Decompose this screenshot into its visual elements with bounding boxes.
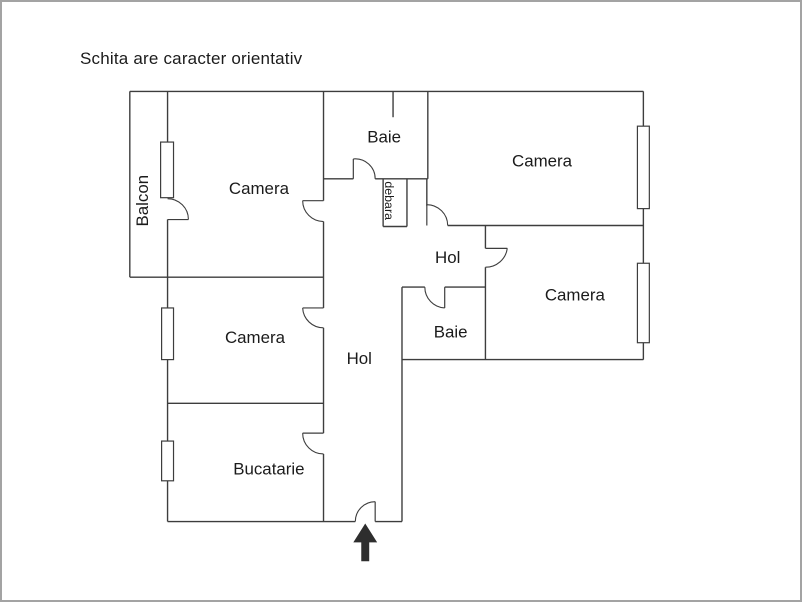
room-label-camera-bottom-left: Camera [225,328,286,347]
window-balcon [160,141,175,199]
room-label-hol-bottom: Hol [347,349,372,368]
door-camera-top-left-swing-arc [302,200,324,223]
room-label-hol-top: Hol [435,248,460,267]
room-label-camera-top-right: Camera [512,151,573,170]
room-label-balcon: Balcon [133,175,152,227]
room-label-camera-right: Camera [545,286,606,305]
door-bucatarie-swing-arc [302,433,324,455]
room-label-debara: debara [382,181,396,220]
room-label-baie-top: Baie [367,128,401,147]
door-camera-right-swing-arc [485,248,508,268]
room-label-baie-bottom: Baie [434,322,468,341]
window-camera-bottom-left [161,307,175,361]
window-camera-top-right [636,125,650,210]
window-camera-right [636,262,650,344]
entrance-arrow [353,523,378,562]
room-label-camera-top-left: Camera [229,179,290,198]
door-balcon-swing-arc [167,198,189,220]
door-baie-top-swing-arc [353,158,376,179]
window-bucatarie [161,440,175,482]
door-baie-bottom-swing-arc [424,287,445,309]
plan-title: Schita are caracter orientativ [80,49,303,68]
door-entrance-swing-arc [354,501,376,522]
room-label-bucatarie: Bucatarie [233,459,304,478]
door-camera-bottom-left-swing-arc [302,307,324,329]
door-camera-top-right-swing-arc [426,204,449,226]
